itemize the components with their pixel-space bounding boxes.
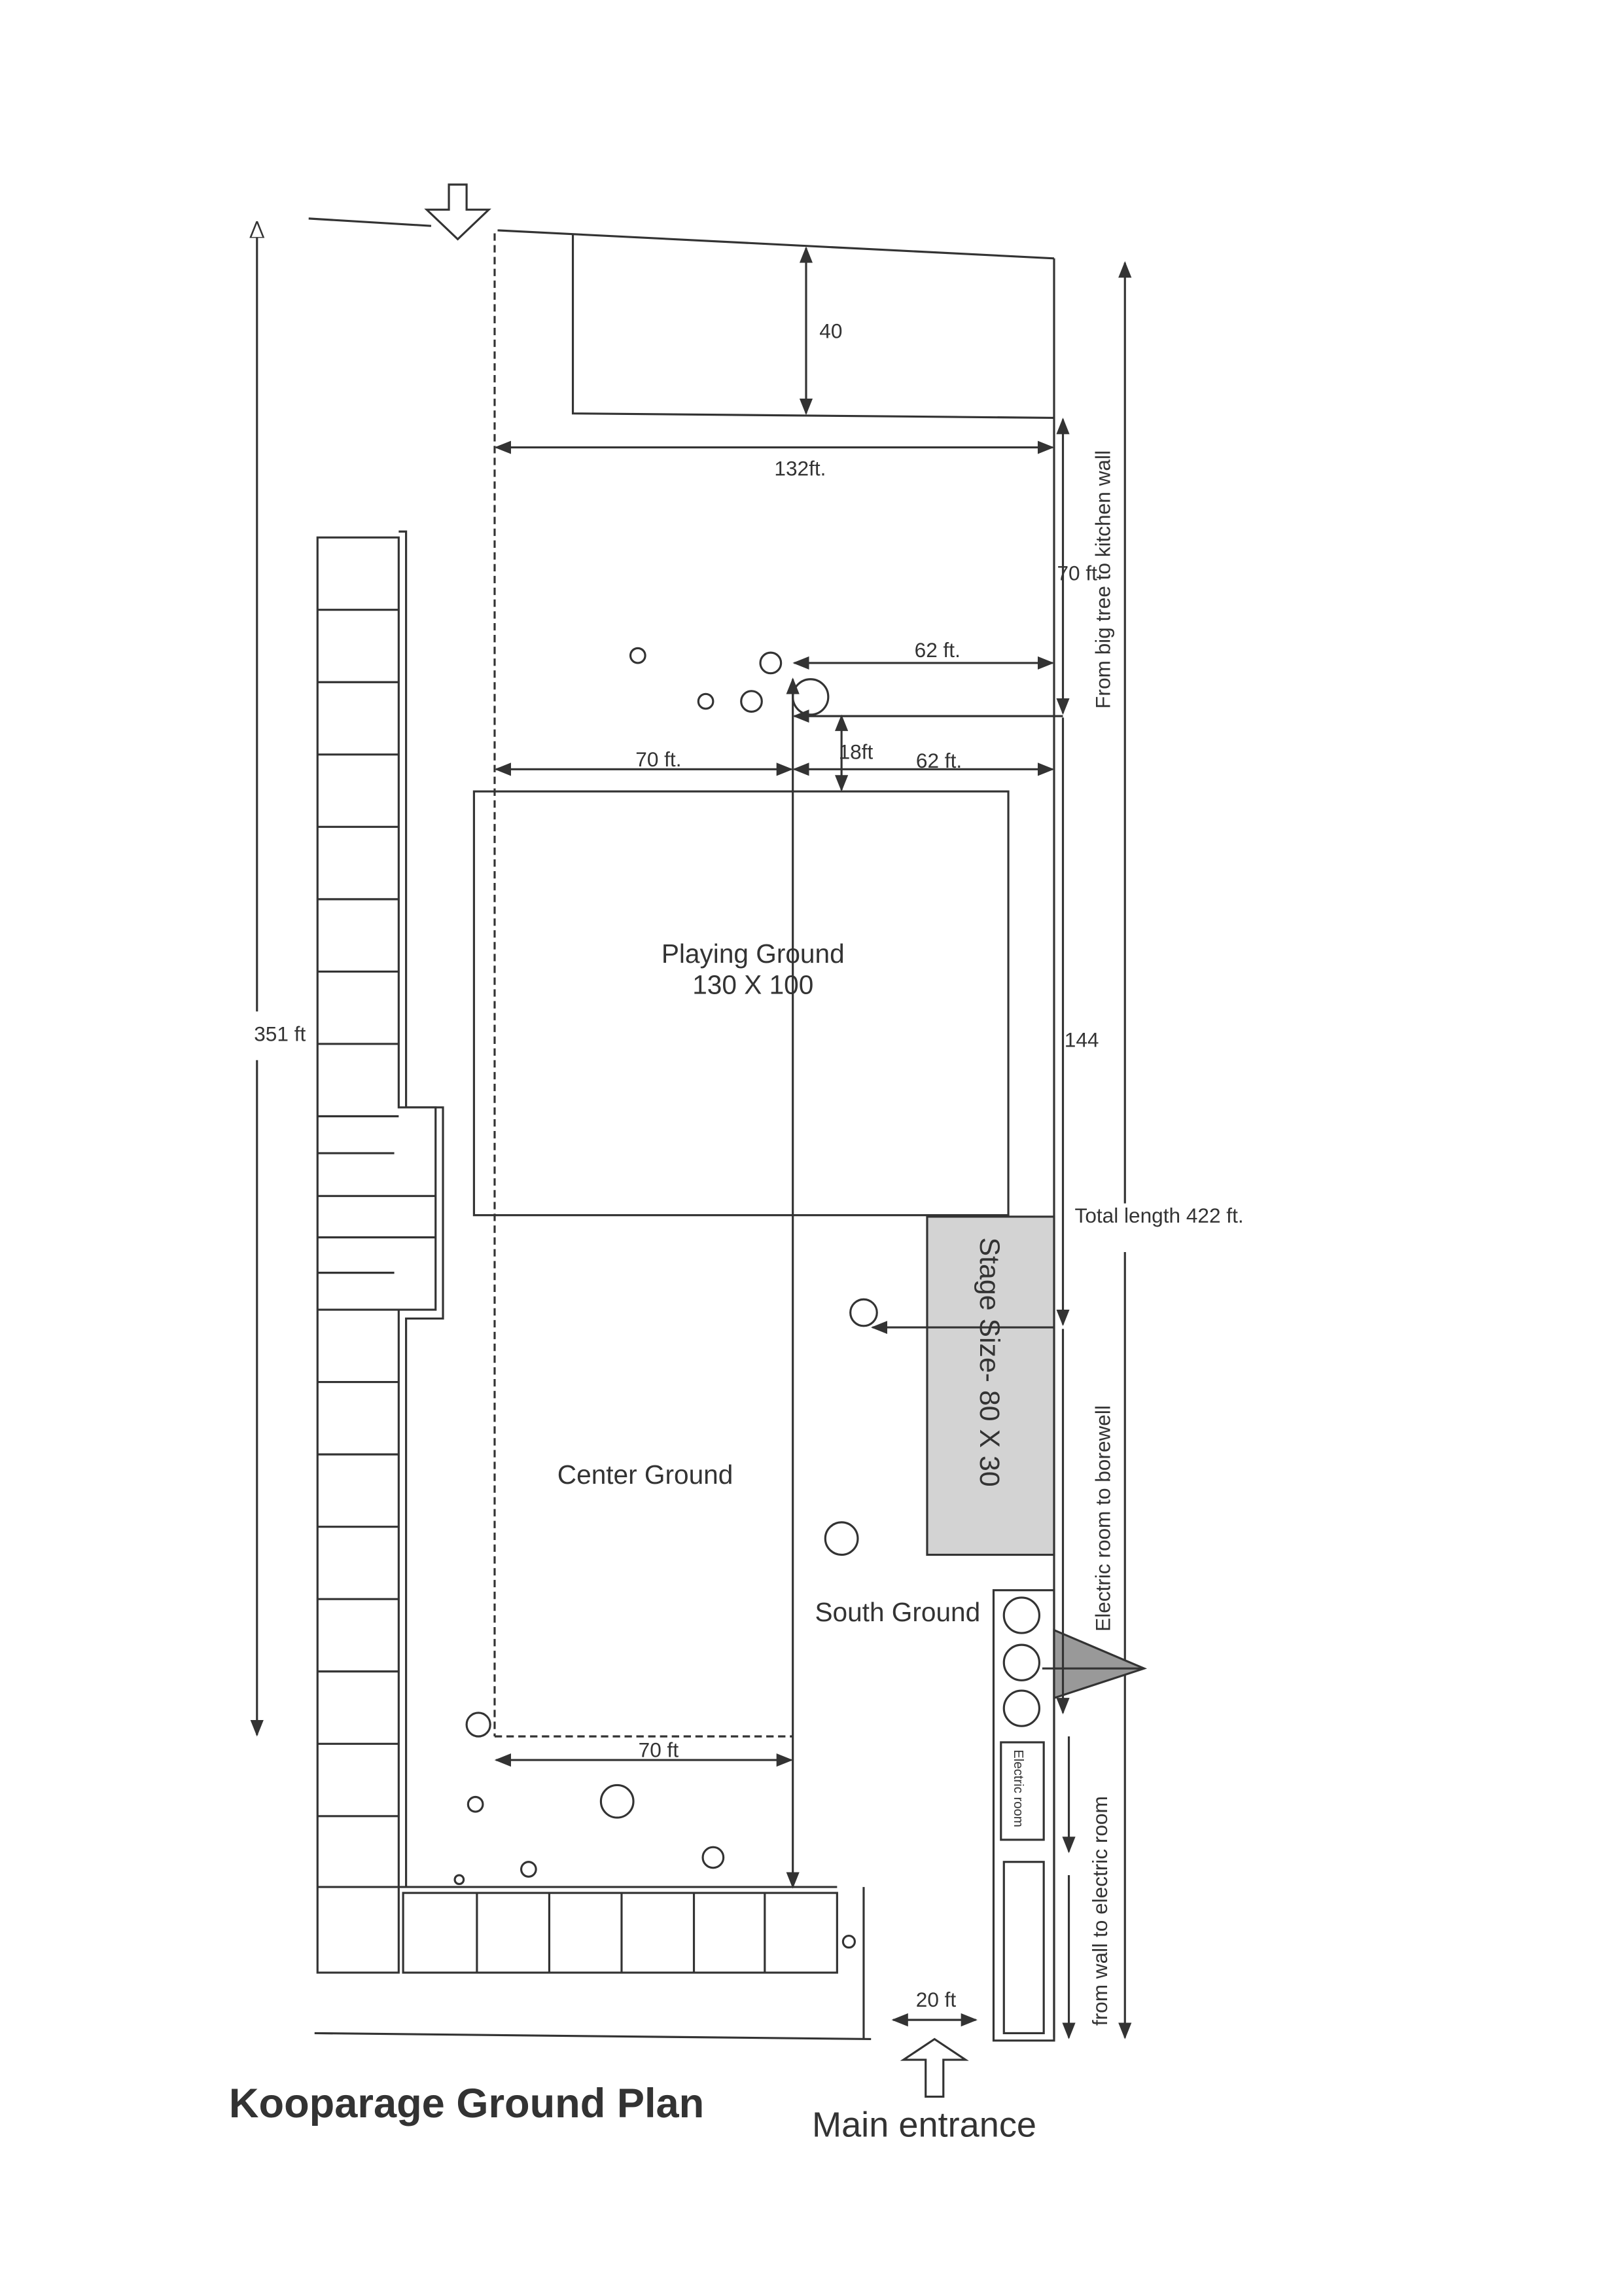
dim-70-west-label: 70 ft.: [635, 747, 681, 771]
site-boundary: [308, 217, 1055, 2041]
dim-62b-label: 62 ft.: [916, 749, 962, 772]
gate-width-label: 20 ft: [916, 1988, 957, 2011]
west-length-label: 351 ft: [254, 1022, 306, 1045]
north-arrow-icon: [424, 183, 491, 241]
south-ground-label: South Ground: [815, 1597, 980, 1627]
dim-70-tree-label: 70 ft: [1057, 562, 1097, 585]
electric-room-label: Electric room: [1011, 1749, 1025, 1827]
top-block: [571, 233, 1054, 420]
tree-icons: [453, 647, 878, 1949]
dim-40-label: 40: [819, 319, 842, 343]
stage: [926, 1215, 1055, 1556]
dim-18-label: 18ft: [839, 740, 874, 764]
playing-ground-size: 130 X 100: [692, 969, 813, 999]
wall-electric-label: from wall to electric room: [1088, 1796, 1112, 2026]
playing-ground-label: Playing Ground: [662, 939, 845, 969]
dim-70-south-label: 70 ft: [639, 1738, 679, 1762]
tree-to-kitchen-label: From big tree to kitchen wall: [1091, 450, 1115, 709]
utility-block: [992, 1589, 1148, 2042]
plan-title: Kooparage Ground Plan: [229, 2081, 704, 2126]
main-entrance-label: Main entrance: [812, 2105, 1036, 2144]
entrance-arrow-icon: [900, 2037, 969, 2098]
center-ground-label: Center Ground: [557, 1460, 733, 1490]
electric-borewell-label: Electric room to borewell: [1091, 1405, 1115, 1632]
total-length-label: Total length 422 ft.: [1075, 1204, 1244, 1227]
playing-ground: [472, 790, 1010, 1217]
dim-132-label: 132ft.: [774, 456, 826, 480]
stage-label: Stage Size- 80 X 30: [974, 1237, 1005, 1486]
west-rooms: [316, 530, 838, 1974]
dim-62a-label: 62 ft.: [915, 638, 961, 662]
dim-144-label: 144: [1065, 1028, 1099, 1051]
